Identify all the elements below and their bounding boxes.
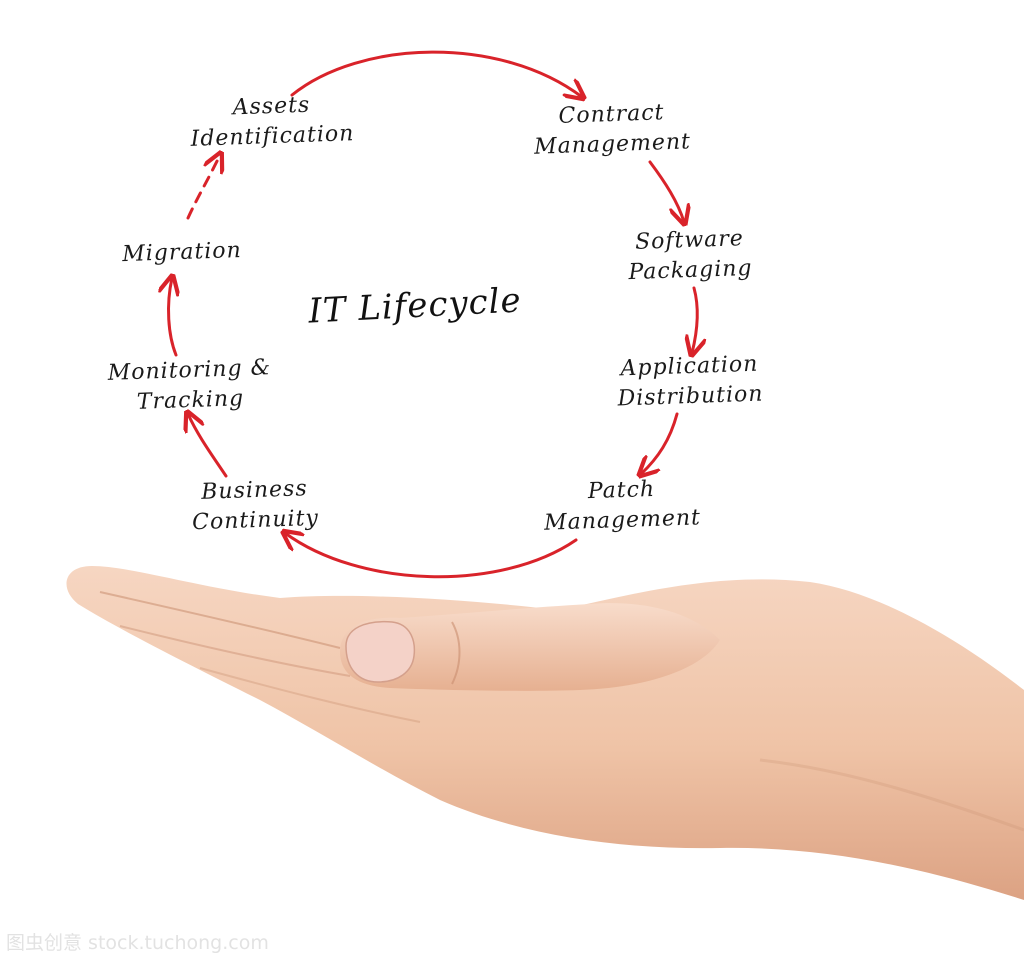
arrow-application-to-patch [641,412,679,474]
stage-line: Management [543,505,702,536]
stage-label-contract-management: Contract Management [533,97,692,162]
cycle-arrows [169,50,698,579]
arrow-contract-to-software [648,160,684,222]
finger-line-2 [119,625,351,677]
knuckle-crease [451,621,461,685]
stage-line: Software [634,226,745,255]
stage-line: Business [200,476,309,505]
open-hand-illustration [66,566,1024,900]
arrow-software-to-application [692,286,697,353]
thumbnail-shape [345,620,416,683]
arrow-patch-to-business [285,533,578,579]
arrow-monitoring-to-migration [169,278,176,357]
stage-line: Migration [121,237,243,268]
stage-label-application-distribution: Application Distribution [616,349,764,414]
stage-line: Identification [190,121,355,152]
stage-label-software-packaging: Software Packaging [627,224,753,288]
arrow-business-to-monitoring [188,414,228,478]
wrist-shadow [759,758,1024,832]
watermark-text: 图虫创意 stock.tuchong.com [6,932,269,954]
arrow-assets-to-contract [290,50,582,97]
stage-label-migration: Migration [122,236,243,270]
finger-line-3 [199,667,421,723]
stage-line: Monitoring & [107,355,272,386]
stage-label-monitoring-tracking: Monitoring & Tracking [107,353,272,419]
palm-shape [66,566,1024,900]
arrow-migration-to-assets-dashed [186,155,220,220]
stage-line: Management [533,129,692,160]
stage-line: Distribution [617,381,764,412]
stage-label-patch-management: Patch Management [543,473,702,538]
stage-label-business-continuity: Business Continuity [191,474,320,538]
stage-line: Continuity [191,505,320,536]
stage-line: Tracking [136,386,245,415]
stage-label-assets-identification: Assets Identification [189,89,355,155]
thumb-shape [340,603,720,691]
stage-line: Packaging [628,255,753,286]
finger-line-1 [99,591,341,649]
